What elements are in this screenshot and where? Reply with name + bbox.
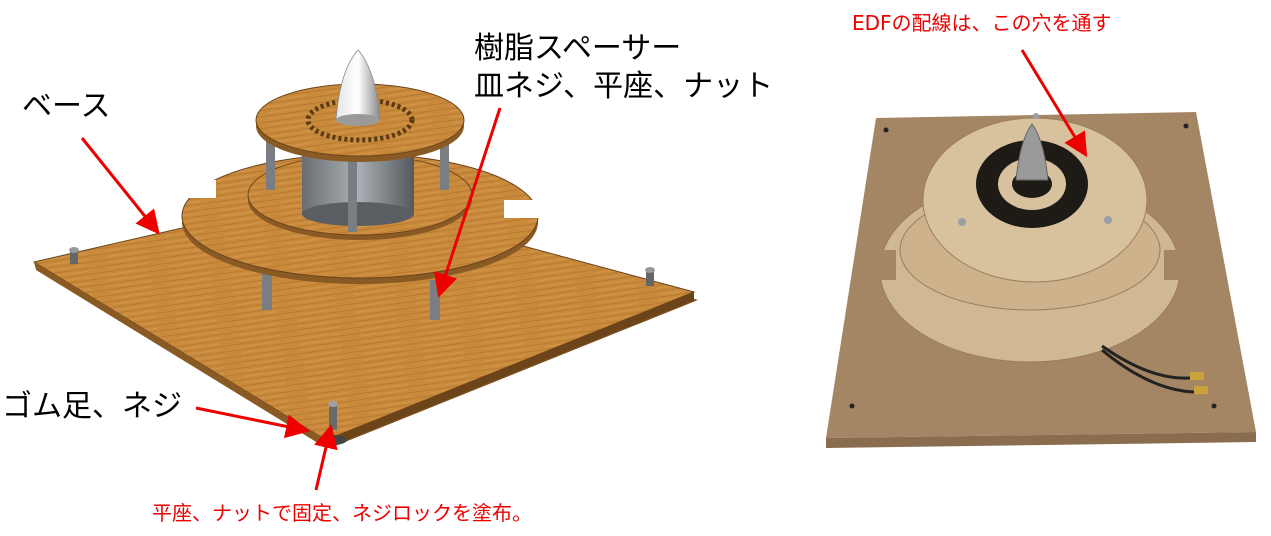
label-edf-wiring: EDFの配線は、この穴を通す	[852, 11, 1112, 35]
lower-standoff	[430, 280, 440, 320]
label-rubber-feet: ゴム足、ネジ	[2, 389, 182, 424]
lower-standoff	[262, 268, 272, 310]
spinner-cone	[335, 49, 381, 126]
upper-standoff	[266, 128, 275, 190]
label-spacer-line2: 皿ネジ、平座、ナット	[474, 69, 774, 104]
photo-cable	[1101, 344, 1208, 394]
label-spacer-line1: 樹脂スペーサー	[474, 31, 682, 66]
stand-photo	[790, 60, 1271, 536]
rubber-foot	[645, 267, 655, 286]
photo-top-plate	[922, 113, 1148, 283]
base-plate	[32, 193, 698, 448]
rubber-foot	[69, 247, 79, 264]
upper-standoff	[348, 150, 357, 232]
label-base: ベース	[22, 89, 111, 124]
label-fix-note: 平座、ナットで固定、ネジロックを塗布。	[152, 501, 532, 525]
